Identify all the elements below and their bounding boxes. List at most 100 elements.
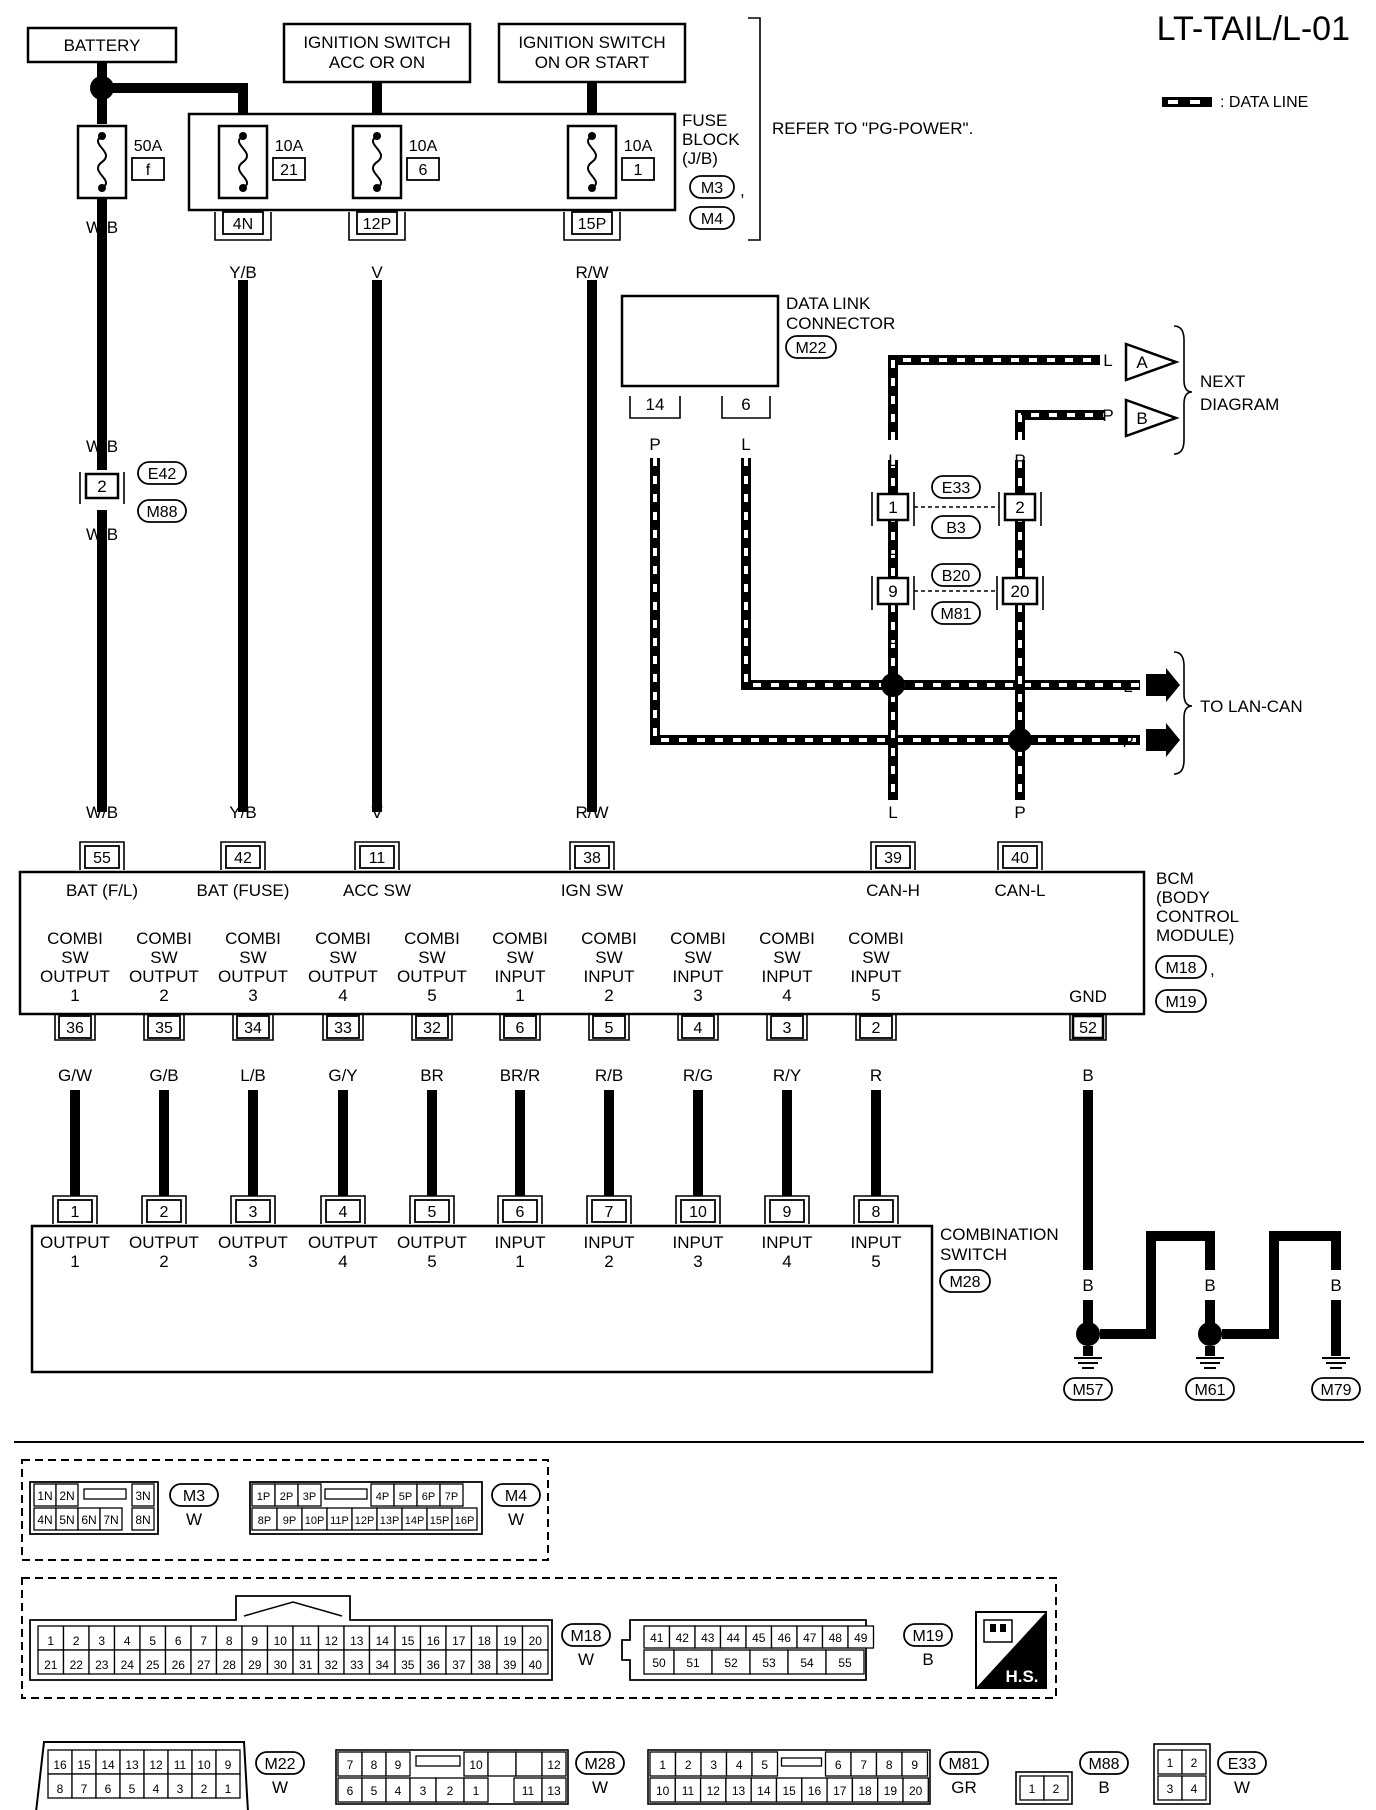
- svg-text:COMBI: COMBI: [848, 929, 904, 948]
- svg-text:3: 3: [693, 1252, 702, 1271]
- svg-text:14: 14: [376, 1634, 390, 1648]
- svg-text:1: 1: [888, 498, 897, 517]
- svg-text:15P: 15P: [430, 1515, 450, 1527]
- svg-text:9: 9: [251, 1634, 258, 1648]
- svg-text:V: V: [371, 263, 383, 282]
- svg-text:5: 5: [871, 1252, 880, 1271]
- svg-text:P: P: [649, 435, 660, 454]
- svg-text:B: B: [1145, 1276, 1156, 1295]
- svg-text:BAT (FUSE): BAT (FUSE): [197, 881, 290, 900]
- svg-text:M88: M88: [146, 504, 177, 521]
- legend-text: : DATA LINE: [1220, 94, 1308, 111]
- svg-text:2: 2: [872, 1020, 881, 1037]
- svg-text:W/B: W/B: [86, 525, 118, 544]
- svg-text:COMBINATION: COMBINATION: [940, 1225, 1059, 1244]
- svg-text:50: 50: [652, 1656, 666, 1670]
- svg-text:14P: 14P: [405, 1515, 425, 1527]
- svg-text:B: B: [922, 1650, 933, 1669]
- svg-text:SW: SW: [150, 948, 177, 967]
- svg-text:COMBI: COMBI: [136, 929, 192, 948]
- inline-connector-e42: W/B 2 E42 M88 W/B: [79, 437, 187, 544]
- svg-text:P: P: [1102, 406, 1113, 425]
- svg-text:SW: SW: [862, 948, 889, 967]
- svg-text:16: 16: [808, 1784, 822, 1798]
- svg-text:5: 5: [761, 1758, 768, 1772]
- svg-text:SW: SW: [595, 948, 622, 967]
- svg-text:17: 17: [833, 1784, 847, 1798]
- svg-text:37: 37: [452, 1658, 466, 1672]
- svg-text:19: 19: [884, 1784, 898, 1798]
- svg-text:3: 3: [248, 1252, 257, 1271]
- svg-text:L: L: [1123, 677, 1132, 696]
- svg-text:52: 52: [724, 1656, 738, 1670]
- svg-text:OUTPUT: OUTPUT: [218, 1233, 288, 1252]
- svg-text:GND: GND: [1069, 987, 1107, 1006]
- svg-text:SW: SW: [506, 948, 533, 967]
- page-title: LT-TAIL/L-01: [1157, 10, 1350, 48]
- svg-text:1: 1: [515, 986, 524, 1005]
- svg-text:4: 4: [782, 986, 791, 1005]
- bcm-module: BCM (BODY CONTROL MODULE) M18 , M19: [18, 869, 1239, 1016]
- svg-text:M57: M57: [1072, 1382, 1103, 1399]
- svg-text:10A: 10A: [624, 138, 653, 155]
- svg-text:4: 4: [736, 1758, 743, 1772]
- svg-text:13: 13: [350, 1634, 364, 1648]
- svg-text:16: 16: [53, 1758, 67, 1772]
- svg-text:P: P: [1014, 451, 1025, 470]
- ignition-acc-box: IGNITION SWITCH ACC OR ON: [282, 22, 472, 84]
- svg-text:26: 26: [172, 1658, 186, 1672]
- svg-text:B: B: [1136, 409, 1147, 428]
- ground-symbol-m79: M79: [1311, 1357, 1361, 1401]
- can-connectors: L P A B NEXT DIAGRAM L P 1 2 E33 B3 L P …: [871, 325, 1303, 822]
- svg-text:33: 33: [350, 1658, 364, 1672]
- svg-text:48: 48: [829, 1631, 843, 1645]
- svg-text:6: 6: [175, 1634, 182, 1648]
- svg-text:M18: M18: [570, 1628, 601, 1645]
- svg-text:11P: 11P: [330, 1515, 349, 1527]
- svg-text:3: 3: [693, 986, 702, 1005]
- svg-text:49: 49: [854, 1631, 868, 1645]
- svg-text:BR: BR: [420, 1066, 444, 1085]
- svg-text:9: 9: [395, 1758, 402, 1772]
- svg-text:6N: 6N: [81, 1513, 96, 1527]
- svg-text:9: 9: [888, 582, 897, 601]
- svg-text:M79: M79: [1320, 1382, 1351, 1399]
- svg-text:11: 11: [682, 1784, 695, 1798]
- svg-text:10: 10: [469, 1758, 483, 1772]
- svg-text:10: 10: [689, 1204, 707, 1221]
- svg-text:5: 5: [605, 1020, 614, 1037]
- svg-text:36: 36: [66, 1020, 84, 1037]
- svg-text:34: 34: [244, 1020, 262, 1037]
- svg-text:6: 6: [347, 1784, 354, 1798]
- svg-text:1: 1: [515, 1252, 524, 1271]
- svg-text:B: B: [1330, 1276, 1341, 1295]
- svg-text:3: 3: [1167, 1782, 1174, 1796]
- svg-text:6: 6: [835, 1758, 842, 1772]
- svg-text:IGNITION SWITCH: IGNITION SWITCH: [303, 33, 450, 52]
- svg-text:TO LAN-CAN: TO LAN-CAN: [1200, 697, 1303, 716]
- svg-text:9: 9: [783, 1204, 792, 1221]
- svg-text:R: R: [870, 1066, 882, 1085]
- connector-tag-m3: M3W: [169, 1483, 219, 1529]
- battery-box: BATTERY: [26, 26, 178, 64]
- svg-text:M3: M3: [183, 1488, 205, 1505]
- svg-text:CAN-L: CAN-L: [994, 881, 1045, 900]
- svg-text:W: W: [186, 1510, 202, 1529]
- svg-text:INPUT: INPUT: [584, 967, 635, 986]
- svg-text:42: 42: [676, 1631, 690, 1645]
- svg-text:SW: SW: [418, 948, 445, 967]
- svg-text:8: 8: [371, 1758, 378, 1772]
- svg-text:INPUT: INPUT: [495, 967, 546, 986]
